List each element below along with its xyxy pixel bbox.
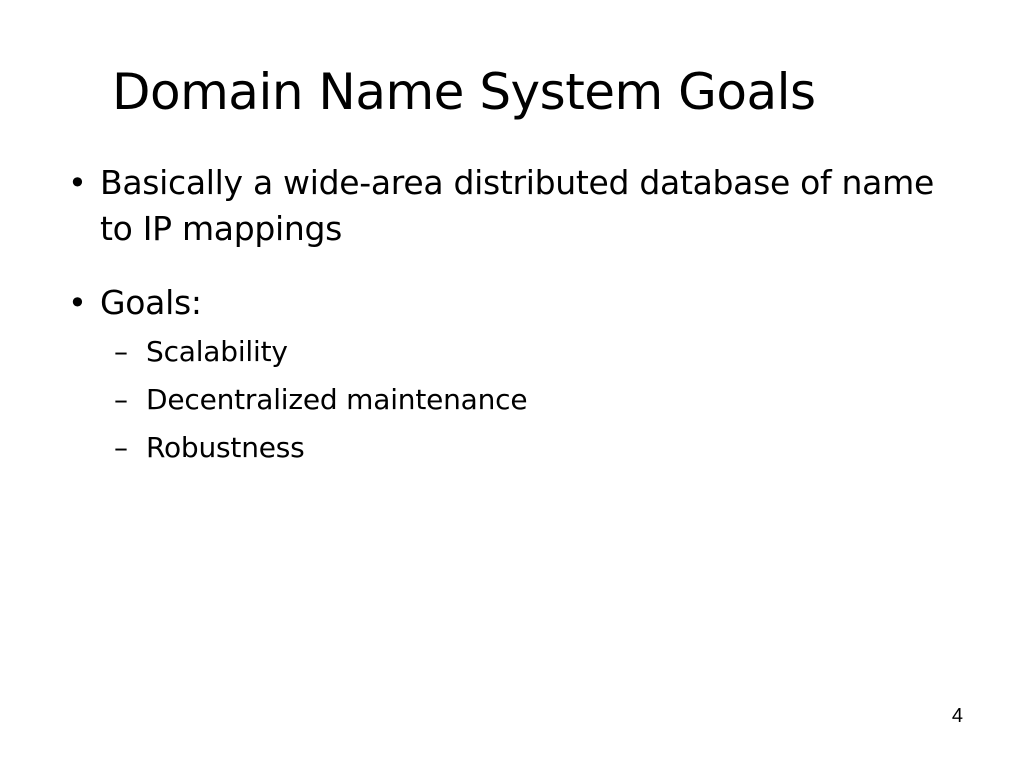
bullet-item-definition: • Basically a wide-area distributed data…: [68, 160, 968, 252]
sub-item-scalability: – Scalability: [100, 328, 968, 376]
sub-item-robustness: – Robustness: [100, 424, 968, 472]
bullet-marker: •: [68, 164, 87, 202]
bullet-text: Goals:: [100, 283, 202, 322]
page-number: 4: [951, 705, 963, 727]
goals-sub-list: – Scalability – Decentralized maintenanc…: [100, 328, 968, 472]
sub-item-text: Scalability: [146, 335, 288, 368]
sub-marker: –: [114, 431, 128, 464]
bullet-item-goals: • Goals: – Scalability – Decentralized m…: [68, 280, 968, 472]
slide-title: Domain Name System Goals: [112, 63, 816, 121]
sub-marker: –: [114, 335, 128, 368]
bullet-list: • Basically a wide-area distributed data…: [68, 160, 968, 500]
sub-item-text: Robustness: [146, 431, 305, 464]
sub-item-text: Decentralized maintenance: [146, 383, 528, 416]
sub-marker: –: [114, 383, 128, 416]
sub-item-decentralized-maintenance: – Decentralized maintenance: [100, 376, 968, 424]
bullet-marker: •: [68, 284, 87, 322]
bullet-text: Basically a wide-area distributed databa…: [100, 163, 934, 248]
